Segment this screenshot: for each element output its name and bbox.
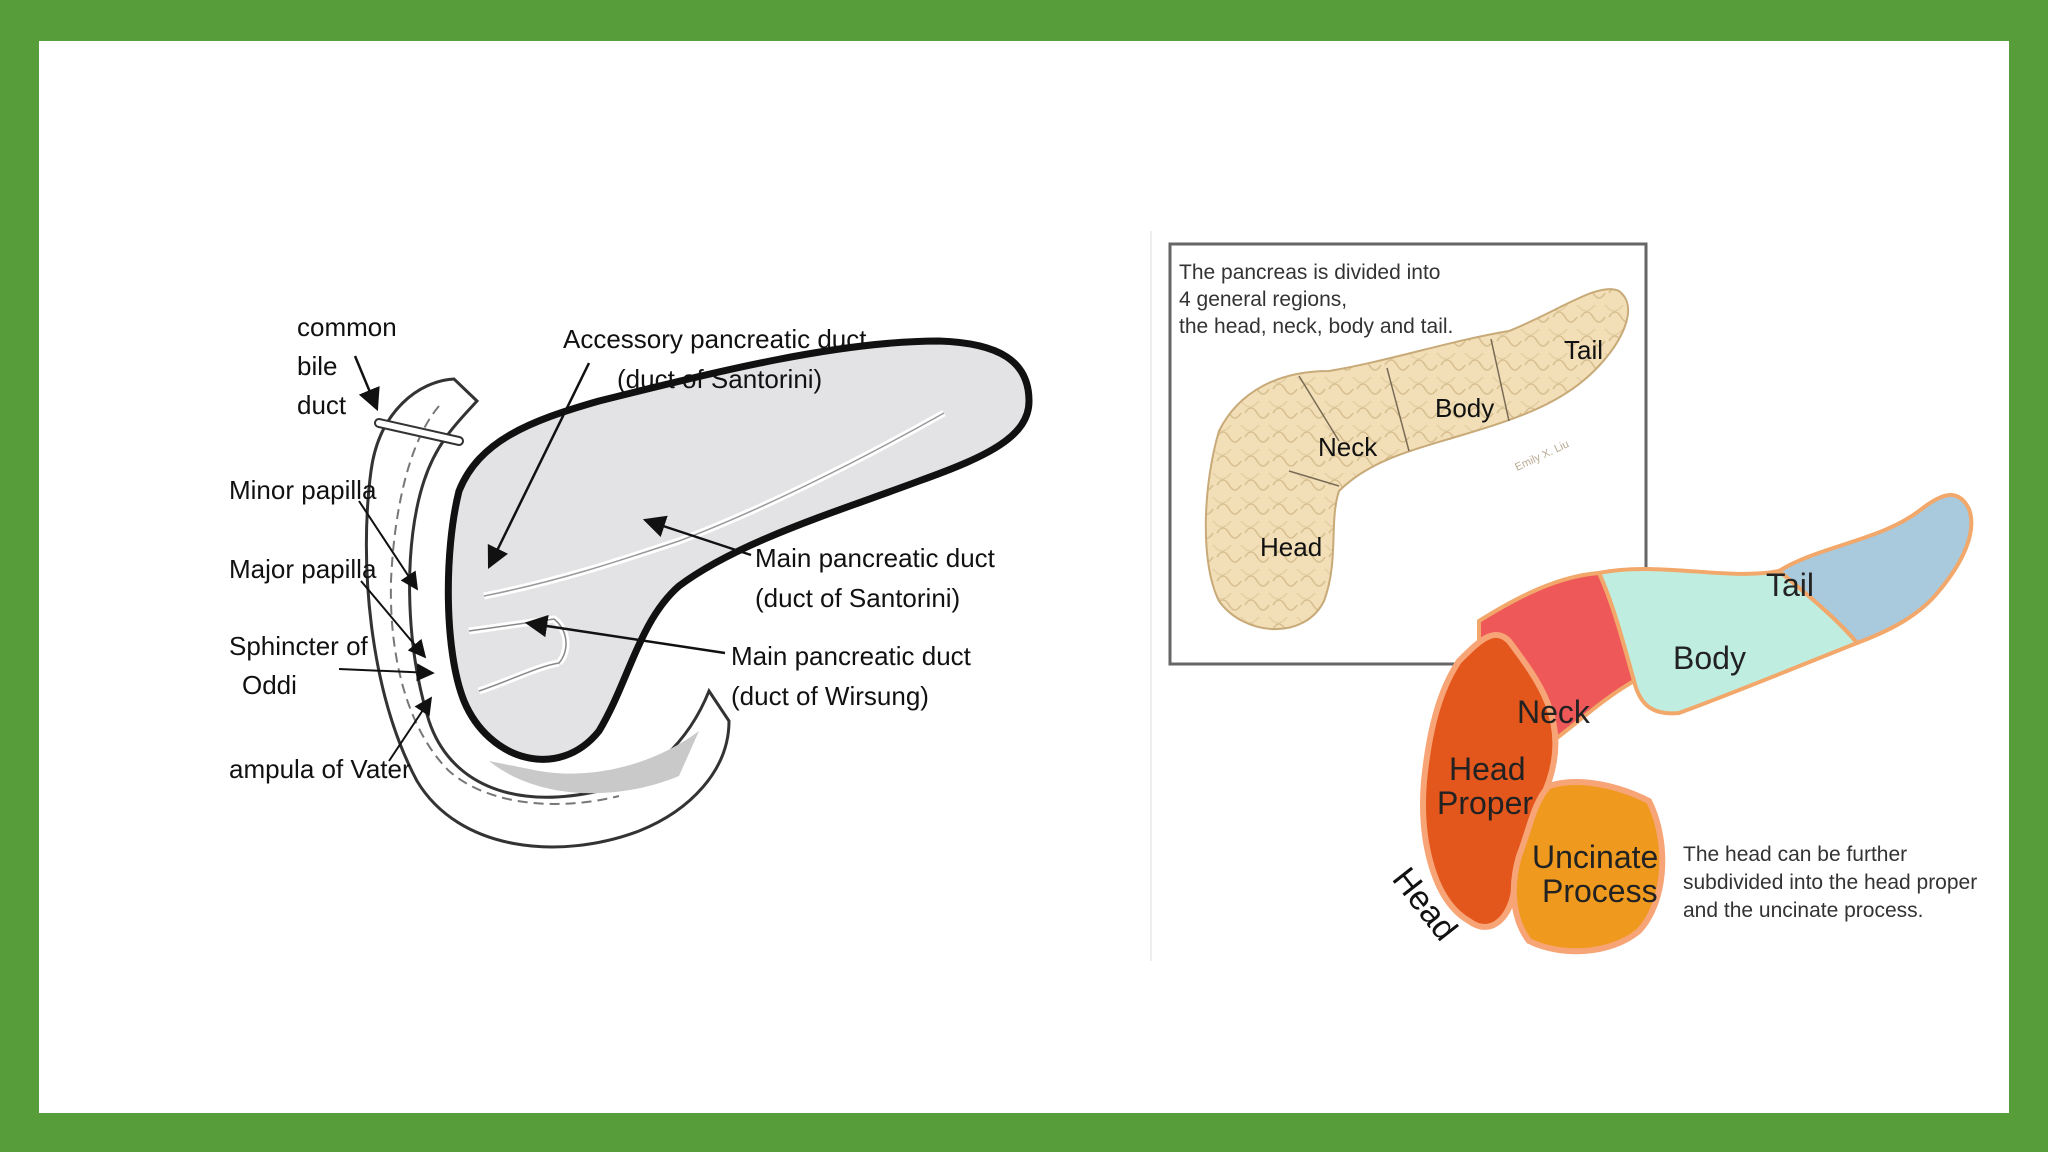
slide-svg: common bile duct Minor papilla Major pap… bbox=[229, 231, 1983, 961]
duodenum-shading bbox=[489, 731, 699, 794]
pancreas-regions-diagram: The pancreas is divided into 4 general r… bbox=[1168, 242, 1983, 955]
minor-papilla-label: Minor papilla bbox=[229, 475, 377, 505]
uncinate-process-region bbox=[1510, 778, 1666, 955]
duodenum-inner-wall bbox=[389, 405, 620, 805]
inset-head-label: Head bbox=[1260, 532, 1322, 562]
inset-pancreas bbox=[1204, 288, 1629, 631]
inset-neck-label: Neck bbox=[1318, 432, 1378, 462]
uncinate-process-label: Uncinate Process bbox=[1532, 839, 1667, 909]
common-bile-duct-label: common bile duct bbox=[297, 312, 404, 420]
inset-body-label: Body bbox=[1435, 393, 1494, 423]
head-subdivision-note: The head can be further subdivided into … bbox=[1683, 843, 1983, 922]
duct-anatomy-diagram: common bile duct Minor papilla Major pap… bbox=[229, 312, 1033, 849]
sphincter-of-oddi-label: Sphincter of Oddi bbox=[229, 631, 375, 700]
inset-tail-label: Tail bbox=[1564, 335, 1603, 365]
body-label: Body bbox=[1673, 640, 1746, 676]
inset-note: The pancreas is divided into 4 general r… bbox=[1179, 261, 1453, 338]
main-duct-wirsung-label: Main pancreatic duct (duct of Wirsung) bbox=[731, 641, 978, 711]
head-proper-label: Head Proper bbox=[1437, 751, 1534, 821]
ampula-of-vater-label: ampula of Vater bbox=[229, 754, 411, 784]
slide-canvas: common bile duct Minor papilla Major pap… bbox=[39, 41, 2009, 1113]
major-papilla-label: Major papilla bbox=[229, 554, 377, 584]
neck-label: Neck bbox=[1517, 694, 1591, 730]
accessory-duct-label: Accessory pancreatic duct (duct of Santo… bbox=[563, 324, 874, 394]
tail-label: Tail bbox=[1766, 567, 1814, 603]
main-duct-santorini-label: Main pancreatic duct (duct of Santorini) bbox=[755, 543, 1002, 613]
